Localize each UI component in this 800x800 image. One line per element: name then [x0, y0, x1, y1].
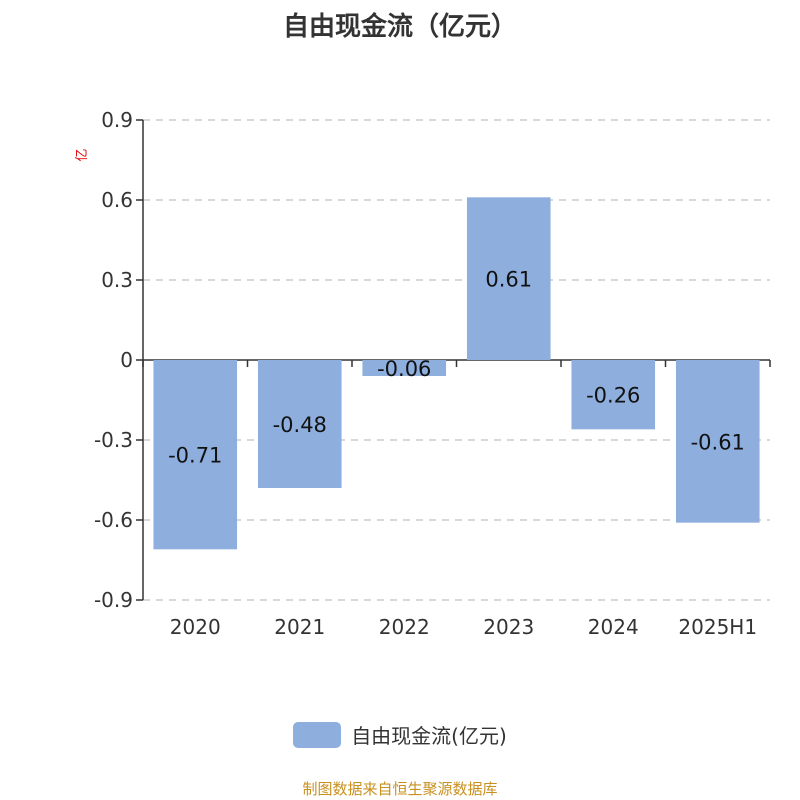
x-tick-label: 2021 [274, 615, 325, 639]
y-tick-label: 0.9 [101, 108, 133, 132]
bar-data-label: 0.61 [485, 268, 532, 292]
bar-data-label: -0.06 [377, 357, 431, 381]
bar [675, 360, 760, 523]
legend: 自由现金流(亿元) [0, 720, 800, 749]
bar [257, 360, 342, 488]
x-tick-label: 2020 [170, 615, 221, 639]
bar [466, 197, 551, 360]
x-tick-label: 2023 [483, 615, 534, 639]
x-tick-label: 2022 [379, 615, 430, 639]
x-tick-label: 2024 [588, 615, 639, 639]
bar-data-label: -0.71 [168, 444, 222, 468]
tick-labels: 0.9 0.6 0.3 0 -0.3 -0.6 -0.9 2020 2021 2022 2023 20… [94, 108, 757, 639]
bar-data-label: -0.26 [586, 384, 640, 408]
bar [571, 360, 656, 430]
bar [153, 360, 238, 550]
x-tick-label: 2025H1 [678, 615, 757, 639]
bar-data-label: -0.48 [273, 413, 327, 437]
y-tick-label: 0 [120, 348, 133, 372]
y-tick-label: -0.6 [94, 508, 133, 532]
legend-label: 自由现金流(亿元) [351, 724, 507, 748]
chart-title: 自由现金流（亿元） [282, 12, 517, 42]
bar [362, 360, 447, 376]
y-tick-label: -0.9 [94, 588, 133, 612]
source-note: 制图数据来自恒生聚源数据库 [302, 780, 498, 798]
y-tick-label: 0.3 [101, 268, 133, 292]
y-tick-label: 0.6 [101, 188, 133, 212]
bars [153, 197, 760, 550]
legend-swatch [293, 721, 342, 748]
data-labels: -0.71 -0.48 -0.06 0.61 -0.26 -0.61 [168, 268, 745, 468]
y-axis-unit-label: 亿 [75, 148, 90, 161]
bar-data-label: -0.61 [691, 430, 745, 454]
grid-lines [143, 119, 770, 601]
axes [136, 119, 771, 601]
y-tick-label: -0.3 [94, 428, 133, 452]
